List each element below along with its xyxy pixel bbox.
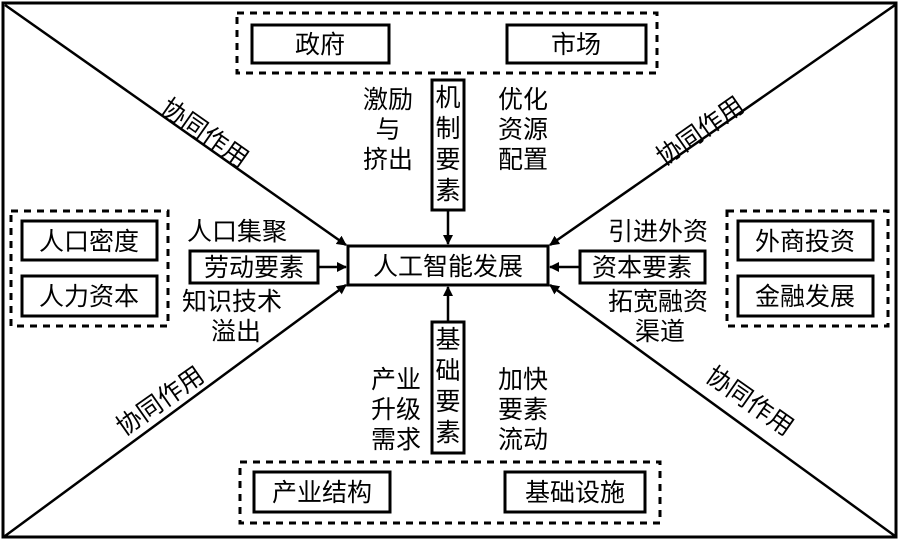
bottom-right-text: 要素: [498, 395, 548, 424]
bottom-left-text: 升级: [371, 395, 421, 424]
foundation-char: 要: [435, 387, 460, 416]
foundation-factor-box: [430, 320, 466, 455]
arrow-bottom-left: [4, 283, 347, 538]
left-bottom-text: 溢出: [211, 317, 261, 346]
infrastructure-box: [503, 470, 647, 514]
government-box: [250, 23, 391, 65]
arrow-bottom-right: [549, 283, 896, 538]
right-bottom-text: 渠道: [635, 317, 685, 346]
top-group: [235, 11, 659, 75]
bottom-group: [238, 460, 662, 525]
right-bottom-text: 拓宽融资: [608, 287, 708, 316]
human-capital-box: [20, 274, 159, 318]
human-capital-label: 人力资本: [39, 282, 139, 311]
population-density-box: [20, 219, 159, 262]
bottom-right-text: 加快: [498, 365, 548, 394]
synergy-label-top-right: 协同作用: [651, 90, 750, 171]
capital-factor-label: 资本要素: [592, 253, 692, 282]
foundation-char: 素: [435, 418, 460, 447]
left-group: [9, 209, 170, 328]
market-label: 市场: [551, 30, 601, 59]
labor-factor-label: 劳动要素: [204, 253, 304, 282]
mechanism-factor-box: [430, 78, 466, 212]
left-top-text: 人口集聚: [187, 217, 287, 246]
arrow-top-right: [549, 3, 896, 247]
top-right-text: 配置: [498, 145, 548, 174]
industrial-structure-box: [252, 470, 392, 514]
bottom-left-text: 需求: [371, 425, 421, 454]
mechanism-char: 素: [435, 176, 460, 205]
infrastructure-label: 基础设施: [525, 478, 625, 507]
population-density-label: 人口密度: [39, 227, 139, 256]
right-top-text: 引进外资: [608, 217, 708, 246]
foundation-char: 础: [435, 356, 460, 385]
foreign-investment-box: [736, 219, 875, 262]
top-right-text: 优化: [498, 85, 548, 114]
top-right-text: 资源: [498, 115, 548, 144]
industrial-structure-label: 产业结构: [272, 478, 372, 507]
government-label: 政府: [295, 30, 345, 59]
center-box: [346, 244, 550, 287]
right-group: [725, 209, 890, 328]
financial-development-box: [736, 274, 875, 318]
financial-development-label: 金融发展: [755, 282, 855, 311]
foreign-investment-label: 外商投资: [755, 227, 855, 256]
top-left-text: 挤出: [363, 145, 413, 174]
bottom-right-text: 流动: [498, 425, 548, 454]
mechanism-char: 机: [435, 83, 460, 112]
top-left-text: 激励: [363, 85, 413, 114]
synergy-label-bottom-left: 协同作用: [111, 360, 210, 441]
mechanism-char: 要: [435, 145, 460, 174]
foundation-char: 基: [435, 325, 460, 354]
mechanism-char: 制: [435, 114, 460, 143]
top-left-text: 与: [375, 115, 400, 144]
synergy-label-top-left: 协同作用: [156, 92, 255, 173]
market-box: [505, 23, 648, 65]
bottom-left-text: 产业: [371, 365, 421, 394]
left-bottom-text: 知识技术: [182, 287, 282, 316]
center-label: 人工智能发展: [373, 252, 523, 281]
arrow-top-left: [4, 3, 347, 247]
